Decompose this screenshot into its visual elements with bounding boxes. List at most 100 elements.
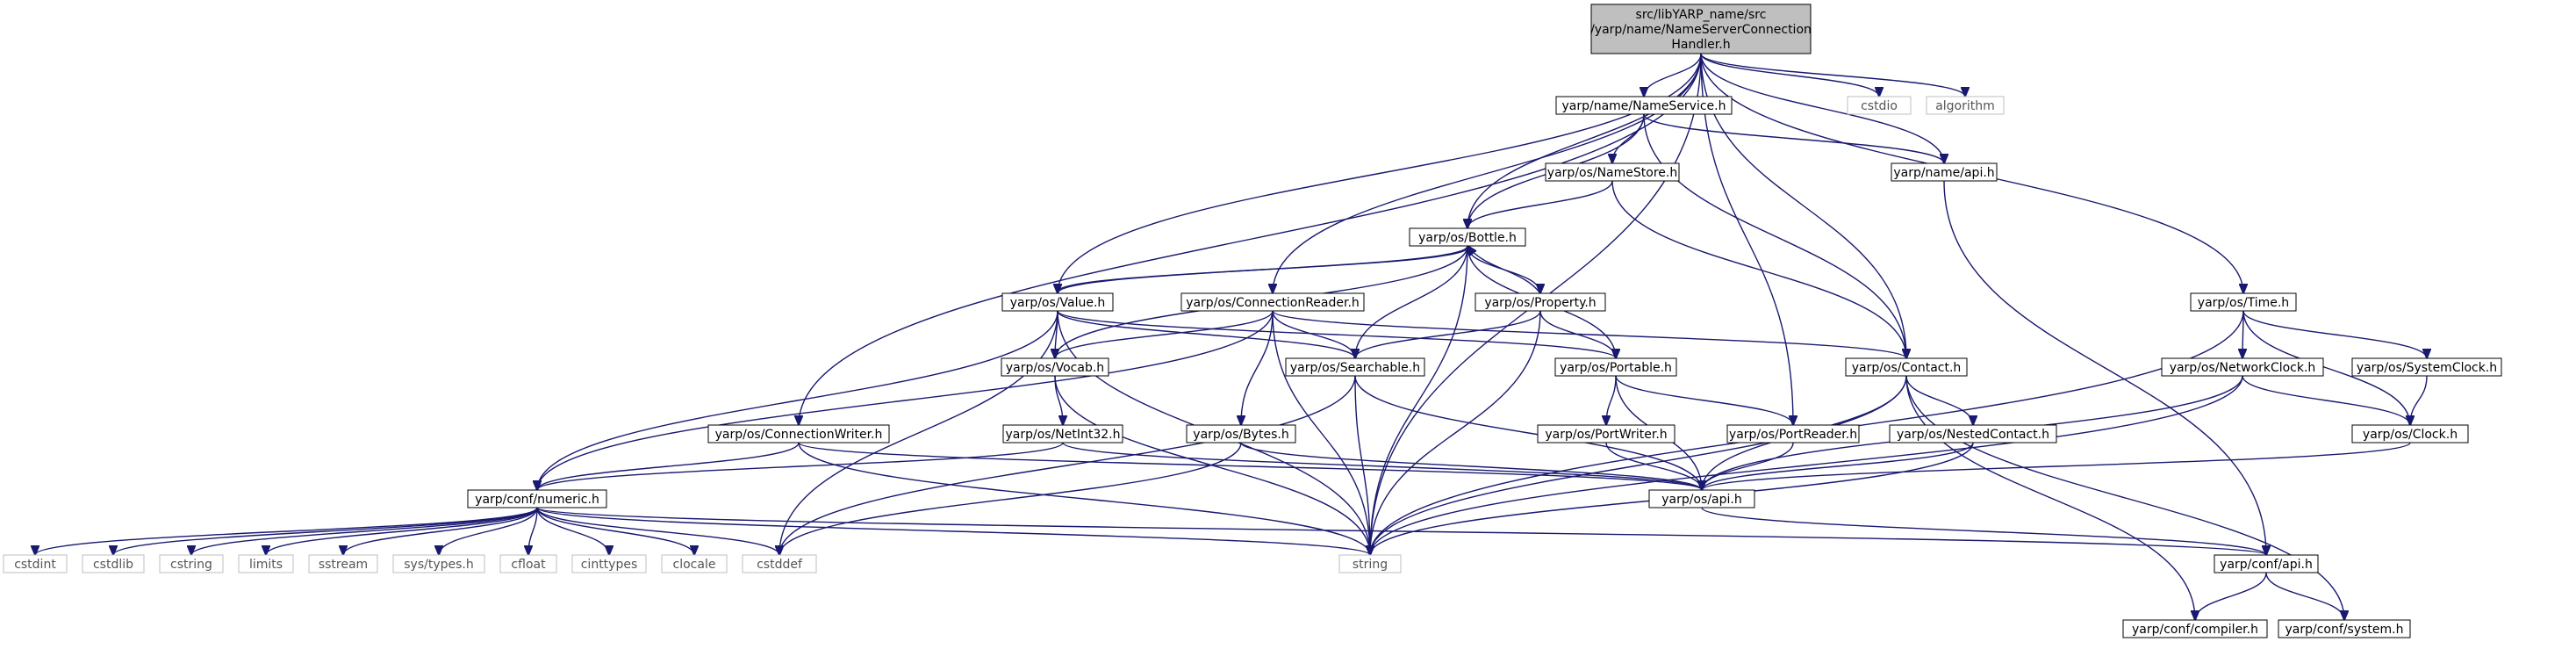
edge-numeric-to-systypes [439, 507, 538, 555]
edge-nestedcontact-to-osapi [1702, 442, 1974, 490]
node-label-numeric: yarp/conf/numeric.h [475, 493, 599, 507]
edge-bytes-to-osapi [1240, 442, 1702, 490]
edge-numeric-to-limits [266, 507, 538, 555]
node-box-cstdio [1847, 96, 1912, 115]
edge-numeric-to-cstdlib [113, 507, 538, 555]
node-label-systemclock: yarp/os/SystemClock.h [2357, 361, 2497, 375]
node-box-contact [1845, 357, 1968, 377]
edge-nameservice-to-contact [1643, 113, 1906, 358]
edge-nameservice-to-namestore [1612, 113, 1645, 163]
node-compiler[interactable]: yarp/conf/compiler.h [2122, 619, 2268, 638]
node-box-bottle [1409, 227, 1526, 247]
node-box-value [1001, 292, 1114, 312]
edge-confapi-to-compiler [2195, 572, 2267, 620]
node-box-time [2190, 292, 2297, 312]
node-box-algorithm [1926, 96, 2005, 115]
node-limits: limits [238, 554, 294, 573]
node-label-root: Handler.h [1671, 38, 1730, 52]
node-label-vocab: yarp/os/Vocab.h [1006, 361, 1104, 375]
node-namestore[interactable]: yarp/os/NameStore.h [1545, 162, 1680, 182]
edge-contact-to-compiler [1905, 375, 2195, 620]
node-box-cstdlib [82, 554, 145, 573]
node-numeric[interactable]: yarp/conf/numeric.h [467, 489, 607, 508]
edge-connreader-to-contact [1272, 310, 1906, 358]
node-searchable[interactable]: yarp/os/Searchable.h [1285, 357, 1425, 377]
node-root[interactable]: src/libYARP_name/src/yarp/name/NameServe… [1590, 4, 1812, 54]
node-nameapi[interactable]: yarp/name/api.h [1891, 162, 1998, 182]
node-box-clocale [661, 554, 728, 573]
edge-value-to-numeric [537, 310, 1058, 490]
edge-numeric-to-string [536, 507, 1370, 555]
node-box-portwriter [1537, 424, 1675, 443]
node-box-netint32 [1002, 424, 1123, 443]
edge-numeric-to-cinttypes [536, 507, 609, 555]
node-box-portreader [1726, 424, 1860, 443]
node-label-cfloat: cfloat [511, 558, 546, 572]
edge-root-to-portreader [1700, 53, 1793, 425]
node-contact[interactable]: yarp/os/Contact.h [1845, 357, 1968, 377]
node-label-cstring: cstring [170, 558, 212, 572]
node-connwriter[interactable]: yarp/os/ConnectionWriter.h [707, 424, 890, 443]
edge-netint32-to-numeric [537, 442, 1064, 490]
node-property[interactable]: yarp/os/Property.h [1475, 292, 1606, 312]
edge-numeric-to-cstring [191, 507, 538, 555]
edge-connwriter-to-numeric [537, 442, 800, 490]
node-nameservice[interactable]: yarp/name/NameService.h [1555, 96, 1733, 115]
node-confapi[interactable]: yarp/conf/api.h [2214, 554, 2319, 573]
node-label-cstdio: cstdio [1861, 99, 1898, 113]
node-portable[interactable]: yarp/os/Portable.h [1554, 357, 1677, 377]
node-portreader[interactable]: yarp/os/PortReader.h [1726, 424, 1860, 443]
node-label-portwriter: yarp/os/PortWriter.h [1545, 428, 1667, 442]
edge-root-to-connwriter [799, 53, 1702, 425]
node-label-compiler: yarp/conf/compiler.h [2132, 623, 2258, 637]
edge-value-to-searchable [1057, 310, 1355, 358]
node-layer: src/libYARP_name/src/yarp/name/NameServe… [3, 4, 2502, 638]
node-clock[interactable]: yarp/os/Clock.h [2351, 424, 2469, 443]
node-label-namestore: yarp/os/NameStore.h [1547, 166, 1677, 180]
node-connreader[interactable]: yarp/os/ConnectionReader.h [1180, 292, 1365, 312]
node-box-string [1338, 554, 1402, 573]
node-box-property [1475, 292, 1606, 312]
node-label-cstdlib: cstdlib [93, 558, 133, 572]
node-box-bytes [1186, 424, 1296, 443]
node-netint32[interactable]: yarp/os/NetInt32.h [1002, 424, 1123, 443]
node-cstdint: cstdint [3, 554, 68, 573]
node-bytes[interactable]: yarp/os/Bytes.h [1186, 424, 1296, 443]
node-box-portable [1554, 357, 1677, 377]
edge-numeric-to-sstream [343, 507, 538, 555]
node-box-compiler [2122, 619, 2268, 638]
node-systemclock[interactable]: yarp/os/SystemClock.h [2351, 357, 2502, 377]
edge-contact-to-system [1905, 375, 2344, 620]
node-label-contact: yarp/os/Contact.h [1852, 361, 1962, 375]
edge-root-to-algorithm [1700, 53, 1965, 97]
edge-layer [35, 53, 2427, 620]
node-box-cinttypes [571, 554, 647, 573]
node-label-time: yarp/os/Time.h [2198, 296, 2289, 310]
node-label-root: src/libYARP_name/src [1636, 8, 1767, 22]
edge-osapi-to-confapi [1701, 507, 2266, 555]
node-label-systypes: sys/types.h [404, 558, 473, 572]
node-box-numeric [467, 489, 607, 508]
node-cstddef: cstddef [742, 554, 817, 573]
node-time[interactable]: yarp/os/Time.h [2190, 292, 2297, 312]
edge-numeric-to-confapi [536, 507, 2266, 555]
node-label-connwriter: yarp/os/ConnectionWriter.h [715, 428, 883, 442]
node-vocab[interactable]: yarp/os/Vocab.h [1001, 357, 1109, 377]
node-nestedcontact[interactable]: yarp/os/NestedContact.h [1889, 424, 2057, 443]
node-value[interactable]: yarp/os/Value.h [1001, 292, 1114, 312]
edge-property-to-searchable [1355, 310, 1541, 358]
node-networkclock[interactable]: yarp/os/NetworkClock.h [2161, 357, 2324, 377]
edge-searchable-to-osapi [1354, 375, 1702, 490]
node-box-nameapi [1891, 162, 1998, 182]
node-label-networkclock: yarp/os/NetworkClock.h [2170, 361, 2316, 375]
edge-time-to-clock [2242, 310, 2410, 425]
edge-bottle-to-string [1370, 245, 1468, 555]
node-label-portable: yarp/os/Portable.h [1560, 361, 1672, 375]
edge-bytes-to-cstddef [779, 442, 1242, 555]
node-system[interactable]: yarp/conf/system.h [2278, 619, 2411, 638]
edge-contact-to-nestedcontact [1905, 375, 1973, 425]
node-sstream: sstream [308, 554, 378, 573]
node-bottle[interactable]: yarp/os/Bottle.h [1409, 227, 1526, 247]
node-portwriter[interactable]: yarp/os/PortWriter.h [1537, 424, 1675, 443]
node-osapi[interactable]: yarp/os/api.h [1648, 489, 1755, 508]
